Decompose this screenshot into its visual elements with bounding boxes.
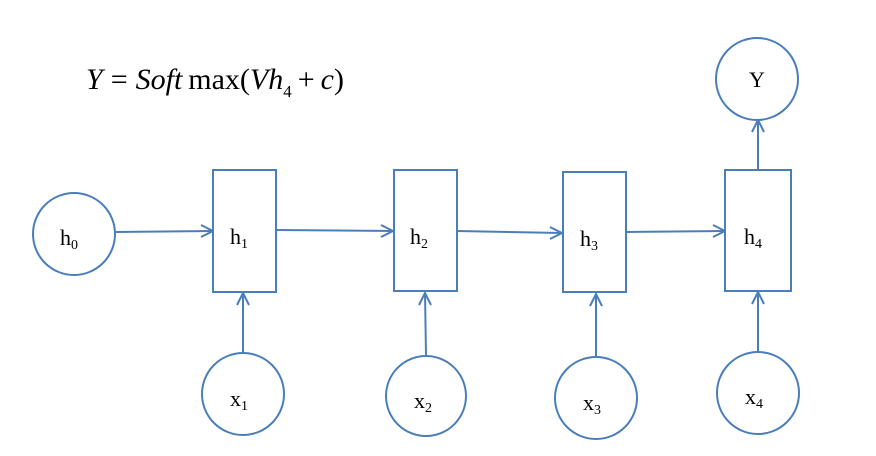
edge-h0-h1 (115, 230, 214, 233)
edge-h1-h2 (276, 229, 394, 232)
node-x4-label: x4 (745, 384, 763, 412)
node-h2: h2 (393, 169, 458, 292)
node-h1: h1 (212, 169, 277, 293)
node-x1-label: x1 (230, 386, 248, 414)
edge-h2-h3 (456, 230, 563, 234)
node-y-circle (715, 37, 799, 121)
node-x2: x2 (385, 355, 467, 437)
node-h2-box (393, 169, 458, 292)
node-h4: h4 (724, 169, 792, 292)
node-h0: h0 (32, 192, 116, 276)
node-x3: x3 (554, 356, 638, 440)
node-x1-circle (201, 352, 285, 436)
node-x3-label: x3 (583, 390, 601, 418)
node-h4-box (724, 169, 792, 292)
node-x2-label: x2 (414, 388, 432, 416)
node-x4-circle (716, 351, 800, 435)
node-h3: h3 (562, 171, 627, 293)
node-x2-circle (385, 355, 467, 437)
arrowhead-x3 (589, 291, 603, 307)
node-h4-label: h4 (744, 224, 762, 252)
node-y-label: Y (749, 67, 765, 92)
node-y: Y (715, 37, 799, 121)
arrowhead-x2 (418, 290, 432, 306)
node-x3-circle (554, 356, 638, 440)
node-h0-label: h0 (60, 225, 78, 253)
node-h3-label: h3 (580, 226, 598, 254)
edge-h3-h4 (626, 230, 726, 233)
edge-x2-h2 (424, 292, 427, 356)
node-h0-circle (32, 192, 116, 276)
node-x4: x4 (716, 351, 800, 435)
node-x1: x1 (201, 352, 285, 436)
node-h1-label: h1 (230, 224, 248, 252)
node-h3-box (562, 171, 627, 293)
node-h1-box (212, 169, 277, 293)
node-h2-label: h2 (410, 224, 428, 252)
